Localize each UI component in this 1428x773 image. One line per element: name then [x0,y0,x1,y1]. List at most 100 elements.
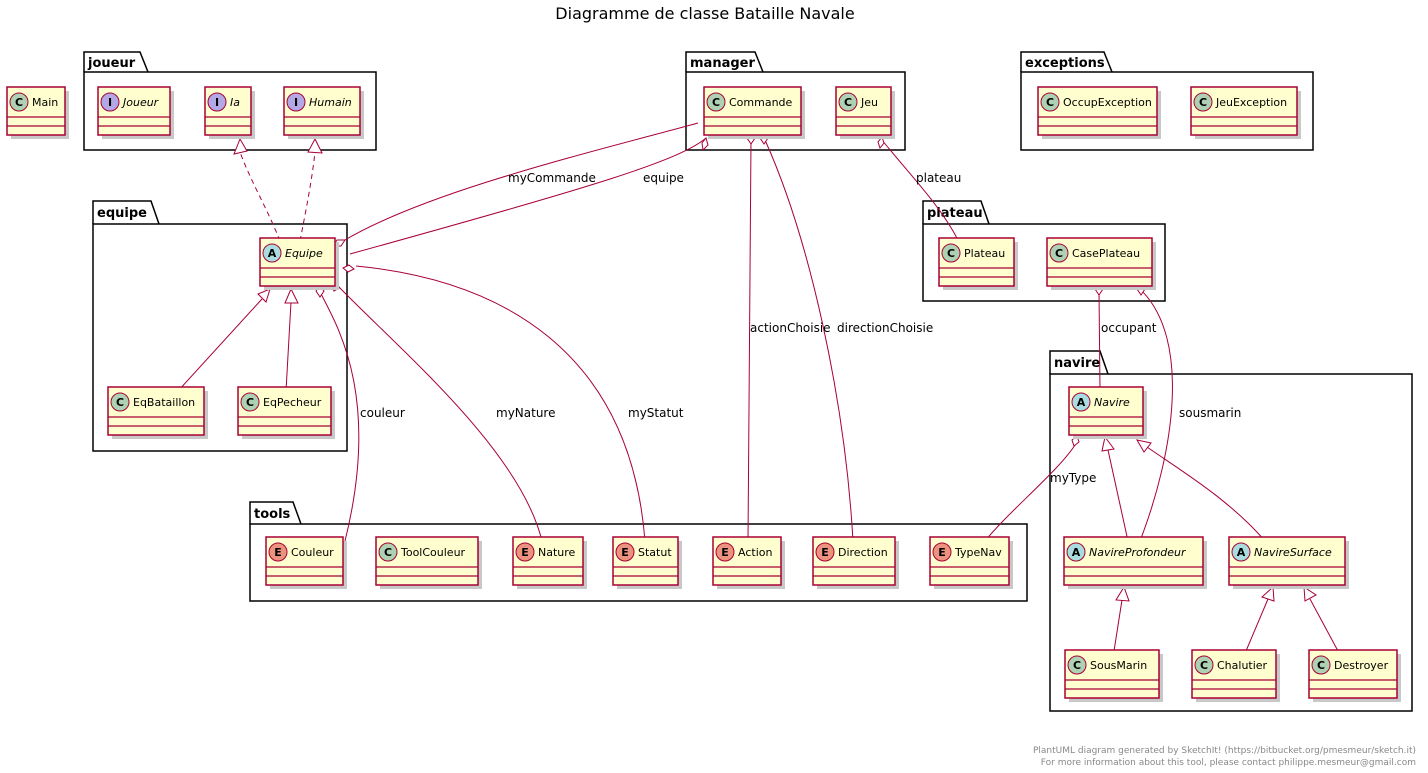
relation-plateau [877,135,959,241]
relation-label: directionChoisie [837,321,933,335]
type-letter: E [521,546,529,559]
type-letter: C [712,96,720,109]
enum-type-icon [268,542,288,562]
enum-type-icon [715,542,735,562]
package-label: exceptions [1025,56,1105,71]
package-label: joueur [87,56,136,71]
type-letter: I [294,96,298,109]
class-navireprofondeur: A NavireProfondeur [1063,536,1207,589]
relation-label: occupant [1101,321,1157,335]
interface-type-icon [286,92,306,112]
enum-type-icon [615,542,635,562]
class-name: Commande [729,96,793,109]
type-letter: A [1237,546,1246,559]
relation-label: myStatut [628,406,684,420]
class-name: Direction [838,546,888,559]
class-type-icon [378,542,398,562]
class-name: Navire [1094,396,1130,409]
type-letter: C [1317,659,1325,672]
class-type-icon [240,392,260,412]
class-type-icon [838,92,858,112]
package-label: plateau [927,206,983,221]
class-jeu: C Jeu [835,86,895,139]
class-name: NavireSurface [1254,546,1332,559]
class-type-icon [1193,92,1213,112]
footer-line-1: PlantUML diagram generated by SketchIt! … [1033,746,1416,756]
package-label: navire [1054,356,1100,371]
class-name: SousMarin [1090,659,1147,672]
relation-eqpecheur-extends-equipe [284,287,299,392]
relation-actionchoisie [746,132,756,542]
class-name: EqPecheur [263,396,322,409]
type-letter: C [1073,659,1081,672]
relation-label: myType [1050,471,1096,485]
relation-destroyer-extends-naviresurface [1303,586,1339,652]
class-chalutier: C Chalutier [1191,649,1280,702]
abstract-type-icon [1066,542,1086,562]
relation-label: plateau [916,171,961,185]
relation-navireprofondeur-extends-navire [1101,435,1129,542]
class-name: ToolCouleur [400,546,466,559]
class-name: Chalutier [1217,659,1268,672]
class-name: Joueur [121,96,160,109]
abstract-type-icon [1231,542,1251,562]
type-letter: C [15,96,23,109]
type-letter: C [1200,659,1208,672]
class-type-icon [1194,655,1214,675]
class-commande: C Commande [703,86,805,139]
class-name: EqBataillon [133,396,195,409]
class-name: Ia [230,96,240,109]
class-joueur_iface: I Joueur [97,86,174,139]
relation-label: myNature [496,406,555,420]
class-name: NavireProfondeur [1089,546,1187,559]
class-type-icon [1067,655,1087,675]
class-box [237,386,332,436]
relation-label: couleur [360,406,405,420]
class-toolcouleur: C ToolCouleur [375,536,482,589]
package-label: equipe [97,206,147,221]
interface-type-icon [207,92,227,112]
class-name: CasePlateau [1072,247,1140,260]
class-name: Main [32,96,58,109]
class-type-icon [110,392,130,412]
relation-eqbataillon-extends-equipe [177,288,271,392]
footer-line-2: For more information about this tool, pl… [1041,758,1416,768]
type-letter: C [1046,96,1054,109]
relation-sousmarin-extends-navireprofondeur [1113,585,1130,652]
type-letter: C [844,96,852,109]
relation-label: equipe [643,171,684,185]
class-type-icon [9,92,29,112]
type-letter: A [1072,546,1081,559]
package-label: tools [254,507,291,522]
relation-equipe [349,136,709,255]
type-letter: C [384,546,392,559]
class-name: Couleur [291,546,334,559]
class-name: Statut [638,546,672,559]
relation-directionchoisie [759,132,854,542]
type-letter: C [1055,247,1063,260]
class-name: TypeNav [954,546,1002,559]
package-label: manager [690,56,755,71]
class-name: Destroyer [1334,659,1389,672]
class-caseplateau: C CasePlateau [1046,237,1156,290]
class-name: Jeu [860,96,878,109]
abstract-type-icon [1071,392,1091,412]
class-name: JeuException [1215,96,1287,109]
class-naviresurface: A NavireSurface [1228,536,1349,589]
relation-equipe-implements-ia [233,137,281,242]
type-letter: C [116,396,124,409]
type-letter: I [108,96,112,109]
class-box [1063,536,1204,586]
class-type-icon [706,92,726,112]
